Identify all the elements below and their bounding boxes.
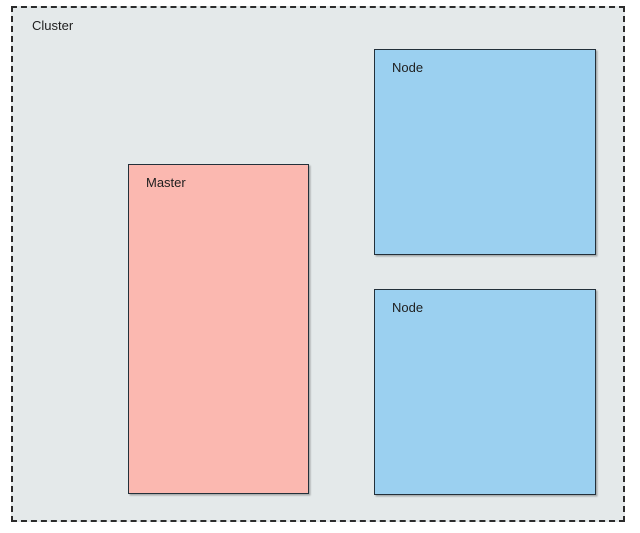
worker-node-box-1[interactable]: Node — [374, 49, 596, 255]
worker-node-label-1: Node — [392, 60, 424, 75]
worker-node-label-2: Node — [392, 300, 424, 315]
cluster-container[interactable]: Cluster Master Node Node — [11, 6, 625, 522]
cluster-label: Cluster — [32, 18, 74, 33]
worker-node-box-2[interactable]: Node — [374, 289, 596, 495]
master-node-box[interactable]: Master — [128, 164, 309, 494]
master-node-label: Master — [146, 175, 186, 190]
